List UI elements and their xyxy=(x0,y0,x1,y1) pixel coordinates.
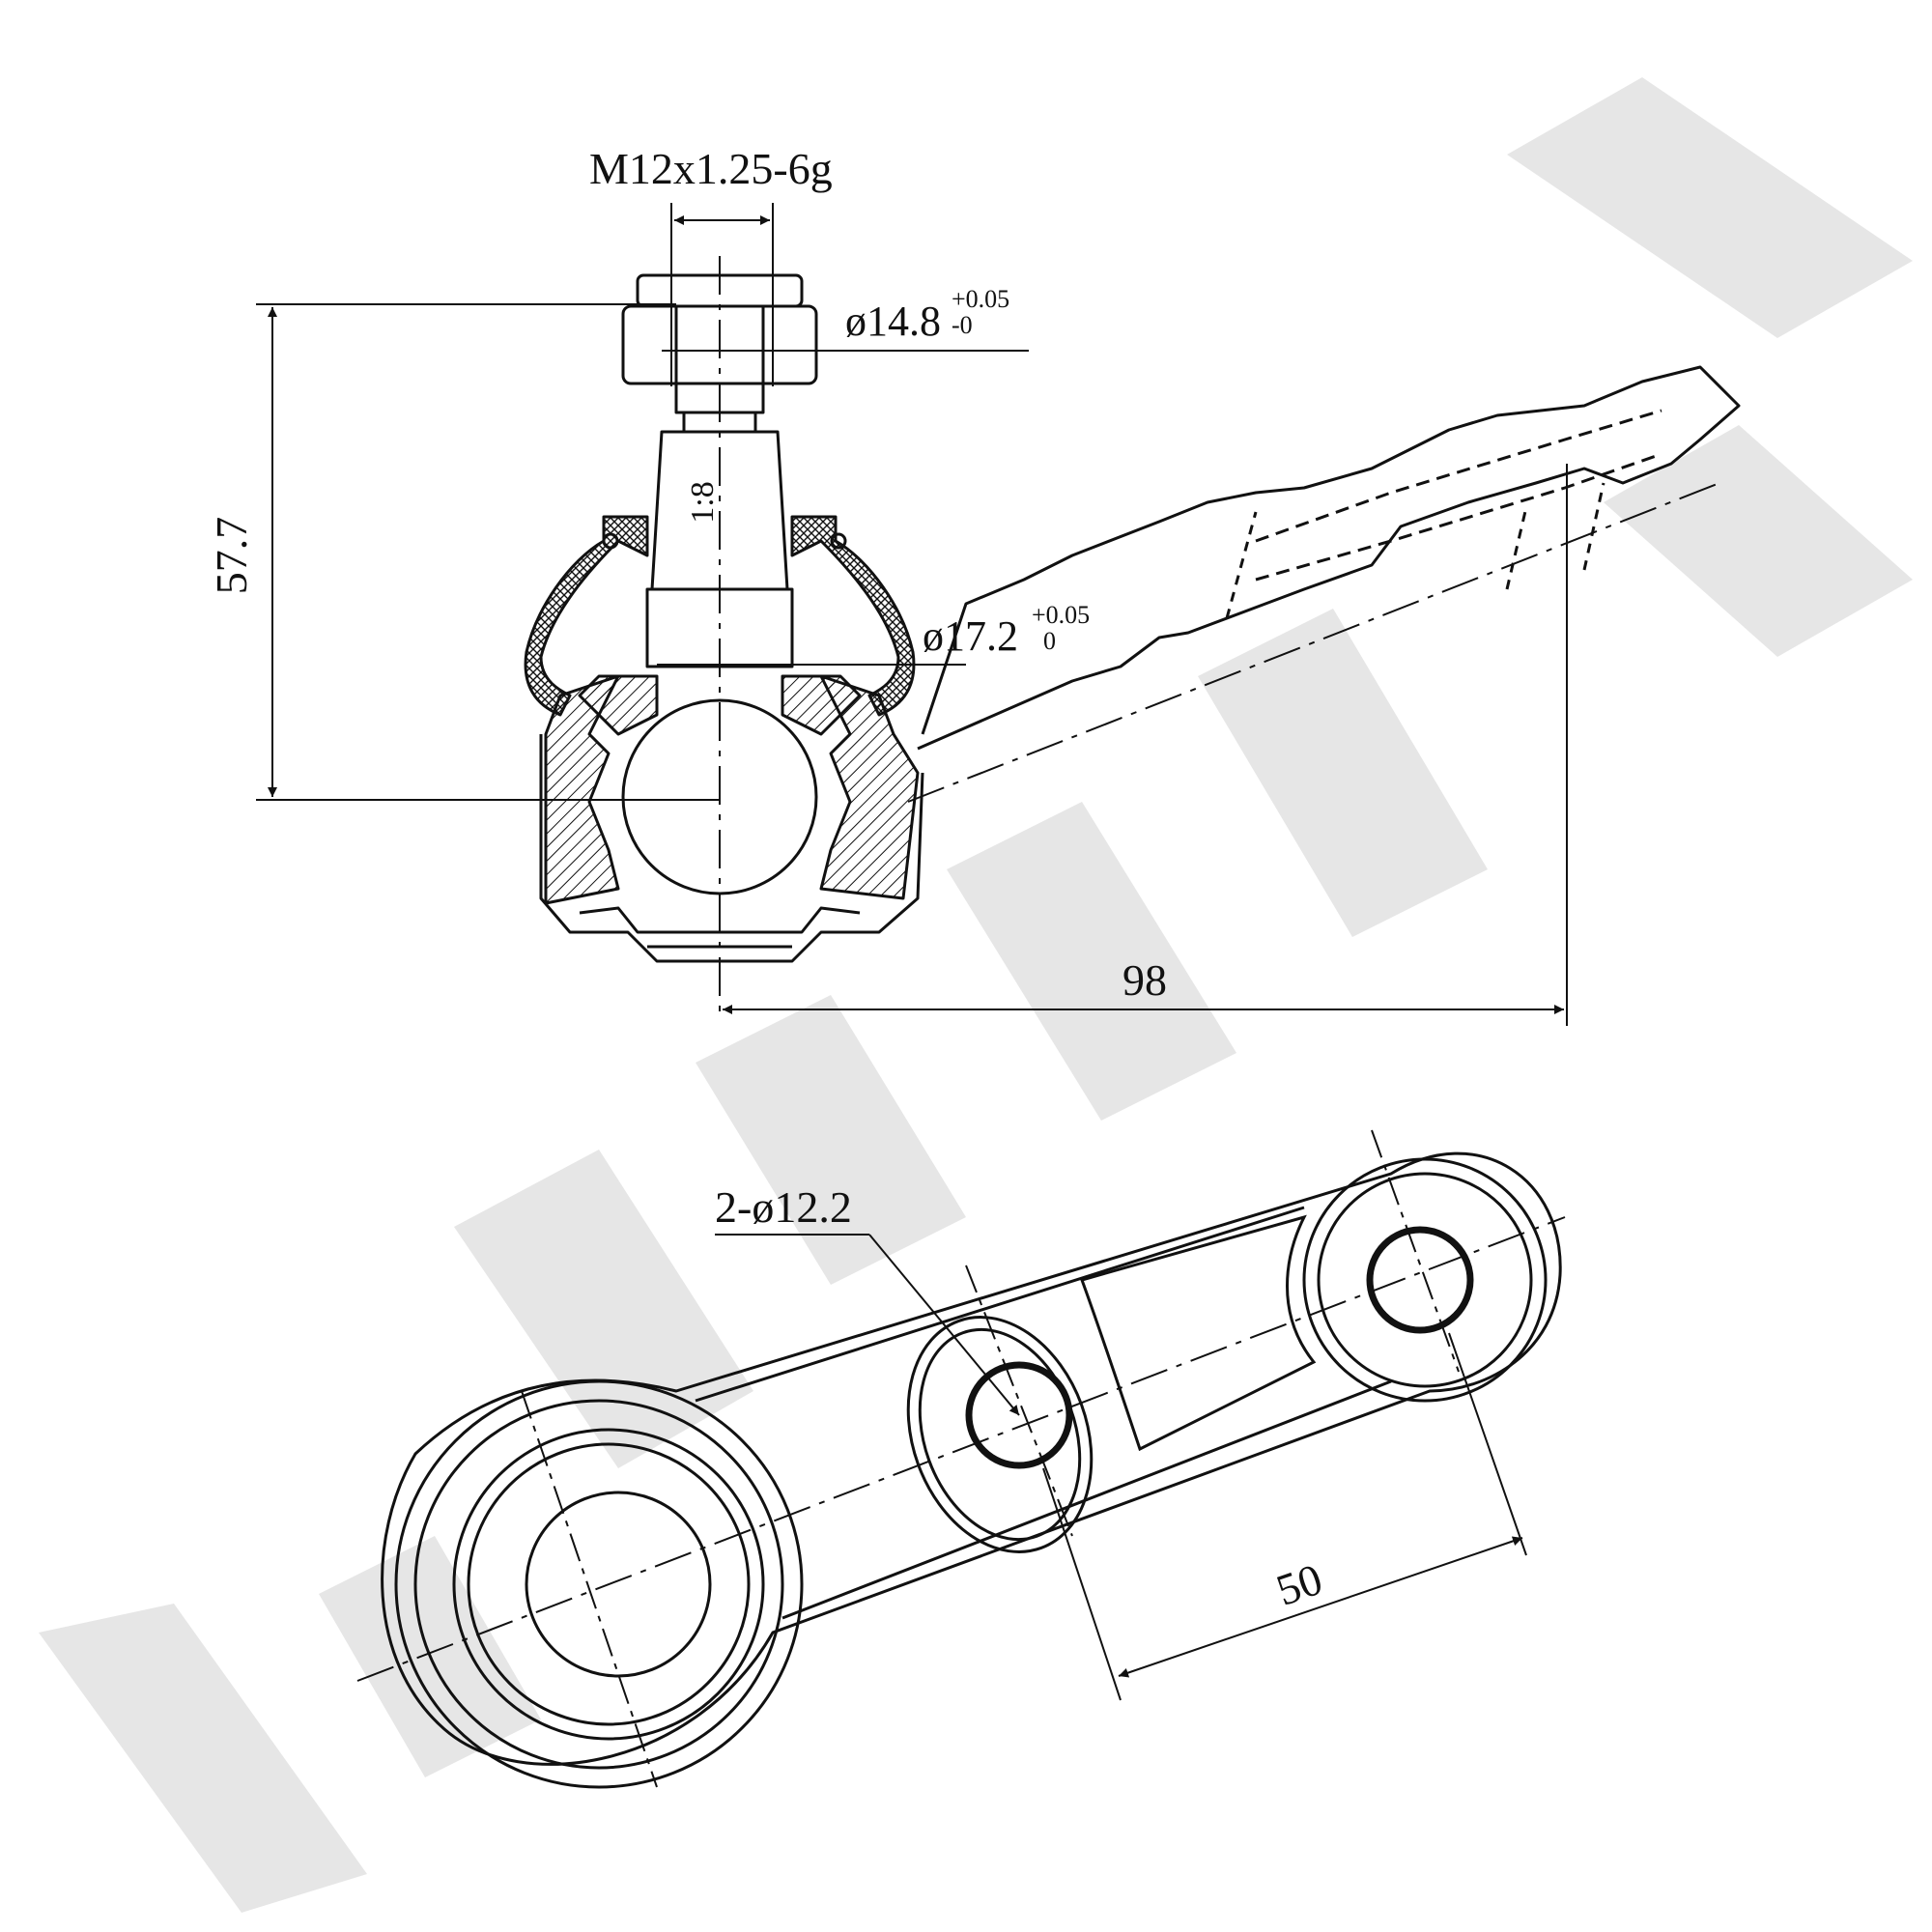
taper-label: 1:8 xyxy=(685,481,721,523)
dia-small-tol-lower: -0 xyxy=(952,311,973,339)
centerlines xyxy=(356,256,1720,1682)
housing xyxy=(539,674,924,963)
dia-large-base: ø17.2 xyxy=(923,612,1018,660)
tie-rod-arm xyxy=(917,365,1741,751)
holes-label: 2-ø12.2 xyxy=(715,1182,852,1232)
holes xyxy=(965,1226,1474,1469)
dia-small-label: ø14.8 +0.05 -0 xyxy=(845,285,1009,345)
dia-small-tol-upper: +0.05 xyxy=(952,285,1009,313)
length-label: 98 xyxy=(1122,955,1167,1005)
hole-spacing-label: 50 xyxy=(1270,1554,1328,1615)
pitman-arm xyxy=(381,1151,1562,1789)
dia-small-base: ø14.8 xyxy=(845,298,941,345)
dust-boot xyxy=(524,515,916,717)
dia-large-tol-lower: 0 xyxy=(1043,627,1056,655)
watermark-logo xyxy=(39,77,1913,1913)
dimension-lines-bottom xyxy=(521,1129,1527,1788)
dia-large-tol-upper: +0.05 xyxy=(1032,601,1090,629)
dimension-lines-top xyxy=(256,203,1568,1026)
dia-large-label: ø17.2 +0.05 0 xyxy=(923,601,1090,660)
height-label: 57.7 xyxy=(207,517,256,595)
thread-label: M12x1.25-6g xyxy=(589,144,833,193)
